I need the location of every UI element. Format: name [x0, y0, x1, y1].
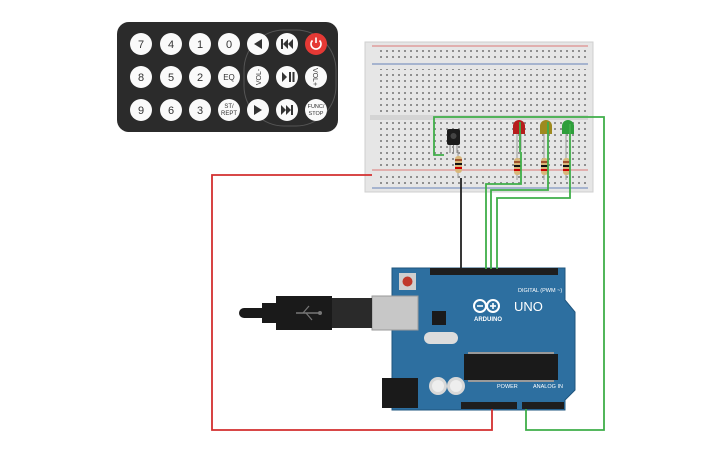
remote-digit-label: 6 — [168, 105, 174, 117]
chip-pins-top — [468, 352, 554, 354]
remote-digit-button-0[interactable]: 0 — [218, 33, 240, 55]
power-header-label: POWER — [497, 384, 518, 390]
chip-pins-bottom — [468, 380, 554, 382]
brand-label: ARDUINO — [474, 317, 502, 323]
remote-digit-button-9[interactable]: 9 — [130, 99, 152, 121]
remote-digit-button-2[interactable]: 2 — [189, 66, 211, 88]
remote-digit-label: 0 — [226, 39, 232, 51]
remote-digit-label: 1 — [197, 39, 203, 51]
remote-play-pause-button[interactable] — [276, 66, 298, 88]
usb-cable — [239, 296, 372, 330]
triangle-left-icon — [254, 39, 262, 49]
lower-terminal-strip — [376, 122, 586, 166]
remote-st-rept-label: ST/ — [224, 104, 234, 110]
top-power-rail — [376, 49, 586, 61]
usb-interface-chip — [432, 311, 446, 325]
usb-b-connector — [371, 295, 419, 331]
analog-header-label: ANALOG IN — [533, 384, 563, 390]
wire-led-green[interactable] — [496, 152, 571, 269]
remote-nav-ring — [243, 29, 337, 127]
arduino-uno-board[interactable]: UNO ARDUINO DIGITAL (PWM ~) POWER ANALOG… — [371, 267, 576, 411]
wires — [211, 116, 605, 431]
reset-button[interactable] — [399, 273, 416, 290]
remote-eq-label: EQ — [223, 73, 235, 82]
led-green-resistor[interactable] — [563, 150, 570, 180]
remote-digit-label: 3 — [197, 105, 203, 117]
receiver-resistor[interactable] — [455, 150, 462, 178]
led-yellow-resistor[interactable] — [541, 150, 548, 180]
power-icon — [310, 37, 322, 50]
remote-func-stop-button[interactable]: FUNC/ STOP — [305, 99, 327, 121]
remote-digit-button-4[interactable]: 4 — [160, 33, 182, 55]
remote-func-stop-label: FUNC/ — [308, 104, 325, 110]
remote-vol-plus-label: VOL+ — [311, 68, 318, 86]
wire-led-red[interactable] — [485, 152, 522, 269]
upper-terminal-strip — [376, 69, 586, 113]
capacitor — [429, 377, 447, 395]
digital-pin-header[interactable] — [430, 268, 558, 275]
remote-digit-label: 8 — [138, 72, 144, 84]
usb-symbol-icon — [296, 305, 322, 321]
led-red[interactable] — [513, 120, 525, 150]
remote-right-button[interactable] — [247, 99, 269, 121]
ir-receiver[interactable] — [447, 129, 460, 153]
model-label: UNO — [514, 299, 543, 314]
arduino-logo-icon — [473, 299, 500, 313]
remote-digit-label: 4 — [168, 39, 174, 51]
play-pause-icon — [282, 72, 295, 82]
remote-digit-label: 5 — [168, 72, 174, 84]
remote-digit-button-3[interactable]: 3 — [189, 99, 211, 121]
remote-eq-button[interactable]: EQ — [218, 66, 240, 88]
power-pin-header[interactable] — [461, 402, 517, 409]
remote-digit-button-1[interactable]: 1 — [189, 33, 211, 55]
remote-vol-minus-label: VOL- — [256, 68, 263, 85]
wire-led-yellow[interactable] — [490, 152, 549, 269]
remote-digit-button-6[interactable]: 6 — [160, 99, 182, 121]
digital-header-label: DIGITAL (PWM ~) — [518, 288, 562, 294]
remote-func-stop-label: STOP — [309, 111, 324, 117]
remote-st-rept-button[interactable]: ST/ REPT — [218, 99, 240, 121]
led-red-resistor[interactable] — [514, 150, 521, 180]
remote-left-button[interactable] — [247, 33, 269, 55]
skip-forward-icon — [281, 105, 293, 115]
remote-digit-label: 2 — [197, 72, 203, 84]
dc-power-jack — [382, 378, 418, 408]
remote-power-button[interactable] — [305, 33, 327, 55]
remote-digit-label: 9 — [138, 105, 144, 117]
wire-ground[interactable] — [433, 116, 605, 431]
analog-pin-header[interactable] — [522, 402, 564, 409]
remote-skip-forward-button[interactable] — [276, 99, 298, 121]
remote-vol-plus-button[interactable]: VOL+ — [305, 66, 327, 88]
remote-digit-button-5[interactable]: 5 — [160, 66, 182, 88]
atmega-chip — [464, 354, 558, 380]
remote-vol-minus-button[interactable]: VOL- — [247, 66, 269, 88]
skip-back-icon — [281, 39, 293, 49]
remote-skip-back-button[interactable] — [276, 33, 298, 55]
remote-st-rept-label: REPT — [221, 111, 237, 117]
remote-digit-button-8[interactable]: 8 — [130, 66, 152, 88]
crystal-oscillator — [424, 332, 458, 344]
wire-5v[interactable] — [211, 174, 493, 431]
capacitor — [447, 377, 465, 395]
triangle-right-icon — [254, 105, 262, 115]
remote-digit-button-7[interactable]: 7 — [130, 33, 152, 55]
remote-digit-label: 7 — [138, 39, 144, 51]
ir-remote[interactable]: 7 4 1 0 8 5 2 EQ — [117, 22, 338, 132]
bottom-power-rail — [376, 172, 586, 184]
